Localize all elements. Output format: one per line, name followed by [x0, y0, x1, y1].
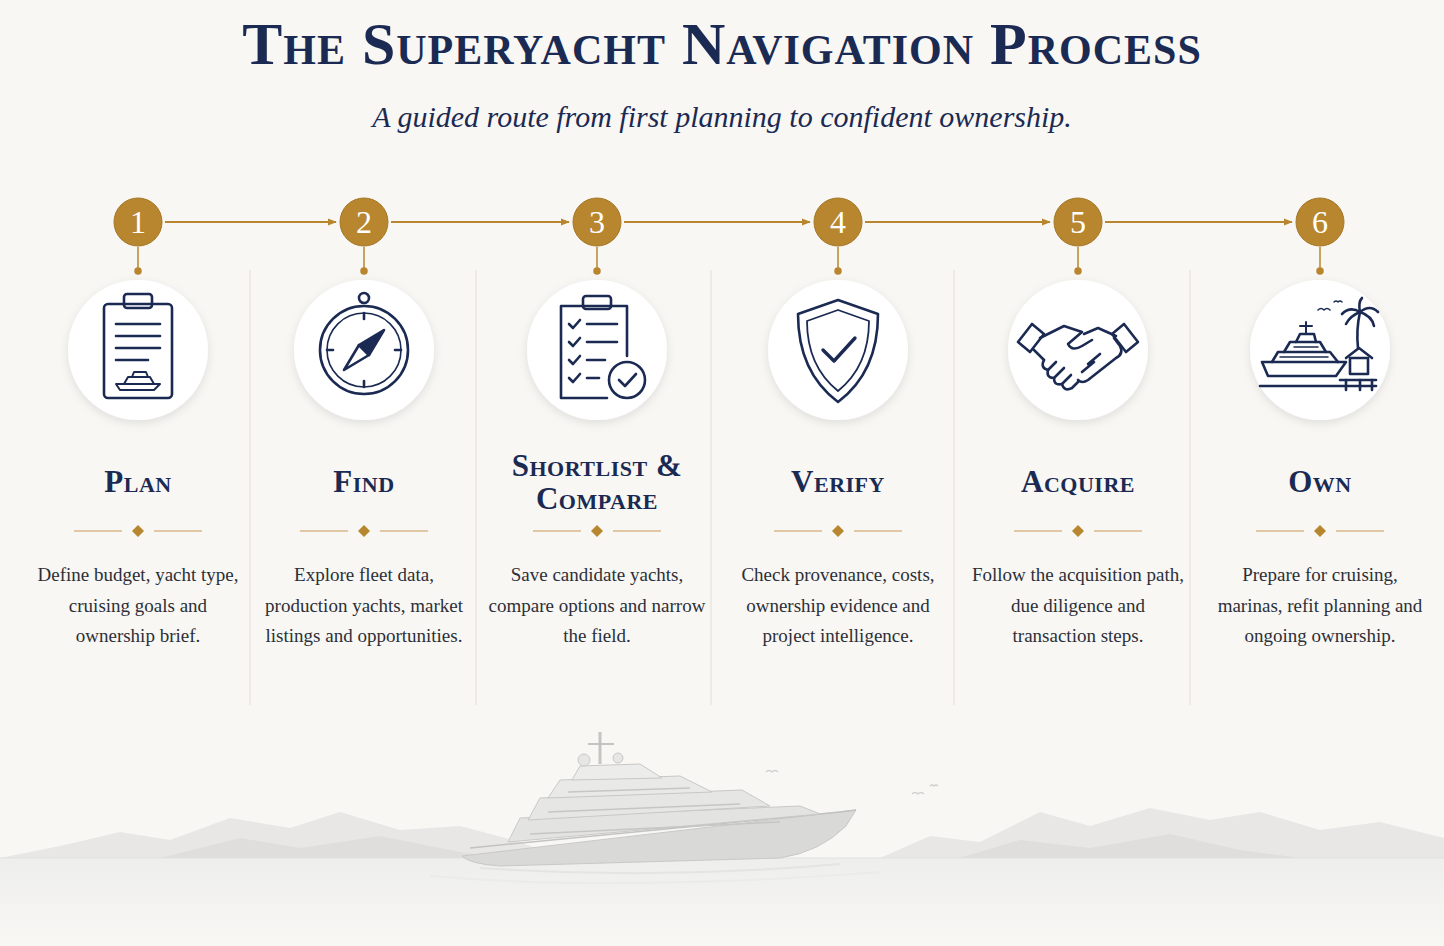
ornament-divider: [1252, 524, 1388, 538]
flow-arrow: [624, 221, 810, 223]
step-card: VerifyCheck provenance, costs, ownership…: [725, 442, 951, 652]
step-number-circle: 5: [1053, 197, 1103, 247]
step-number: 1: [113, 197, 163, 247]
step-number: 2: [339, 197, 389, 247]
step-heading: Find: [251, 442, 477, 522]
step-number-circle: 6: [1295, 197, 1345, 247]
compass-icon: [320, 293, 408, 394]
checklist-icon: [561, 296, 645, 398]
step-heading: Verify: [725, 442, 951, 522]
ornament-divider: [70, 524, 206, 538]
ornament-divider: [1010, 524, 1146, 538]
handshake-icon: [1018, 324, 1138, 389]
ornament-divider: [770, 524, 906, 538]
step-number: 3: [572, 197, 622, 247]
ornament-divider: [529, 524, 665, 538]
step-heading: Shortlist & Compare: [484, 442, 710, 522]
step-description: Check provenance, costs, ownership evide…: [725, 560, 951, 652]
clipboard-icon: [104, 294, 172, 398]
step-card: PlanDefine budget, yacht type, cruising …: [25, 442, 251, 652]
step-description: Explore fleet data, production yachts, m…: [251, 560, 477, 652]
column-divider: [250, 270, 1190, 705]
step-number-circle: 3: [572, 197, 622, 247]
step-heading: Acquire: [965, 442, 1191, 522]
step-number: 4: [813, 197, 863, 247]
leader-line: [135, 247, 1323, 274]
flow-arrow: [1105, 221, 1292, 223]
bird-symbol: [766, 771, 938, 795]
flow-arrow: [865, 221, 1050, 223]
step-number-circle: 2: [339, 197, 389, 247]
step-card: FindExplore fleet data, production yacht…: [251, 442, 477, 652]
step-card: OwnPrepare for cruising, marinas, refit …: [1207, 442, 1433, 652]
flow-arrow: [391, 221, 569, 223]
flow-arrow: [165, 221, 336, 223]
scenery-illustration: [0, 732, 1444, 946]
step-description: Define budget, yacht type, cruising goal…: [25, 560, 251, 652]
step-number: 5: [1053, 197, 1103, 247]
shield-icon: [798, 300, 878, 402]
step-card: Shortlist & CompareSave candidate yachts…: [484, 442, 710, 652]
step-heading: Plan: [25, 442, 251, 522]
yacht-illustration: [430, 732, 880, 883]
page-title: The Superyacht Navigation Process: [0, 10, 1444, 79]
step-description: Prepare for cruising, marinas, refit pla…: [1207, 560, 1433, 652]
step-number-circle: 1: [113, 197, 163, 247]
page-caption: A guided route from first planning to co…: [0, 100, 1444, 134]
step-description: Follow the acquisition path, due diligen…: [965, 560, 1191, 652]
step-number: 6: [1295, 197, 1345, 247]
ornament-divider: [296, 524, 432, 538]
step-description: Save candidate yachts, compare options a…: [484, 560, 710, 652]
step-card: AcquireFollow the acquisition path, due …: [965, 442, 1191, 652]
step-number-circle: 4: [813, 197, 863, 247]
step-heading: Own: [1207, 442, 1433, 522]
icon-circle: [68, 280, 1390, 420]
yacht-island-icon: [1260, 298, 1378, 390]
